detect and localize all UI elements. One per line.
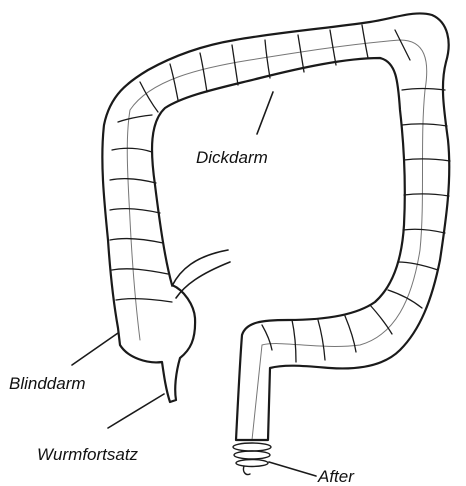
leader-blinddarm — [72, 333, 118, 365]
ileum — [172, 250, 228, 286]
label-dickdarm: Dickdarm — [196, 148, 268, 167]
leader-wurmfortsatz — [108, 394, 164, 428]
label-wurmfortsatz: Wurmfortsatz — [37, 445, 139, 464]
anus-rings — [233, 443, 271, 475]
colon-centerline — [127, 40, 426, 440]
leader-dickdarm — [257, 92, 273, 134]
label-after: After — [317, 467, 355, 486]
label-blinddarm: Blinddarm — [9, 374, 86, 393]
colon-haustra — [110, 25, 450, 362]
leader-after — [269, 462, 316, 476]
colon-outline — [102, 13, 449, 440]
